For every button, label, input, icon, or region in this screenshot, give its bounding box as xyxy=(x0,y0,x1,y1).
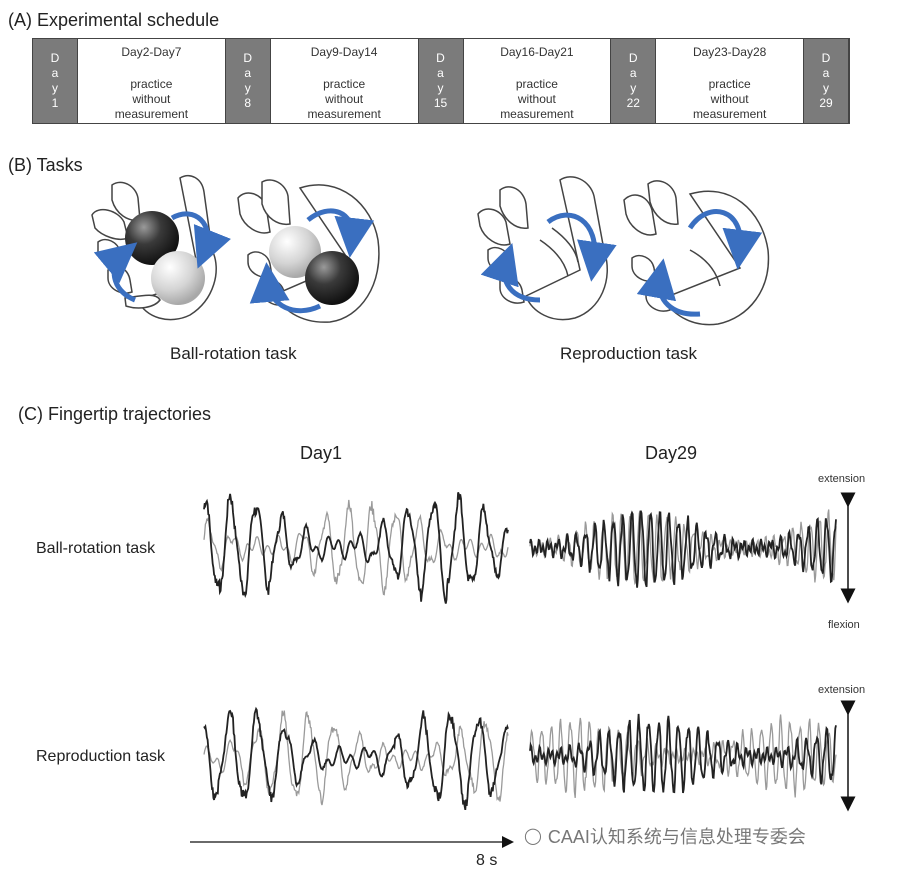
period-note-line: practice xyxy=(708,77,751,91)
time-scale-label: 8 s xyxy=(476,852,498,869)
day-box-char: 8 xyxy=(244,96,252,110)
hand-illustration-2 xyxy=(237,179,380,323)
period-note-line: without xyxy=(710,92,749,106)
period-range: Day16-Day21 xyxy=(500,45,574,59)
section-b-title: (B) Tasks xyxy=(8,155,83,175)
period-note-line: measurement xyxy=(692,107,767,121)
hand-illustration-3 xyxy=(477,176,608,321)
day-box-char: D xyxy=(628,51,638,65)
reproduction-task-label: Reproduction task xyxy=(560,344,698,363)
ball-rotation-task-label: Ball-rotation task xyxy=(170,344,297,363)
day-box-char: y xyxy=(630,81,637,95)
trace-day1-repro-dark xyxy=(203,706,509,811)
day-box-char: y xyxy=(52,81,58,95)
trace-day1-ball-light xyxy=(203,499,509,596)
period-note-line: measurement xyxy=(114,107,189,121)
period-range: Day2-Day7 xyxy=(121,45,182,59)
period-note-line: without xyxy=(325,92,364,106)
day-box-char: D xyxy=(50,51,60,65)
day-box-char: D xyxy=(436,51,445,65)
day1-label: Day1 xyxy=(300,443,343,463)
period-range: Day9-Day14 xyxy=(310,45,378,59)
extension-label-top: extension xyxy=(818,473,866,485)
row-label-ball-rotation: Ball-rotation task xyxy=(36,540,156,557)
period-note-line: measurement xyxy=(500,107,574,121)
wechat-icon: ◯ xyxy=(524,828,542,845)
day-box-char: y xyxy=(437,81,444,95)
day-box-char: D xyxy=(243,51,253,65)
watermark-text: CAAI认知系统与信息处理专委会 xyxy=(547,827,806,847)
day-box-char: y xyxy=(244,81,251,95)
day-box-char: y xyxy=(823,81,829,95)
trace-day1-ball-dark xyxy=(203,492,509,604)
day-box-char: 1 xyxy=(51,96,59,110)
period-range: Day23-Day28 xyxy=(692,45,767,59)
day-box-char: D xyxy=(821,51,831,65)
hand-illustration-1 xyxy=(91,174,217,321)
flexion-label: flexion xyxy=(828,619,860,631)
day-box-char: a xyxy=(822,66,830,80)
period-note-line: practice xyxy=(515,77,558,91)
period-note-line: without xyxy=(132,92,171,106)
trace-day29-repro-dark xyxy=(529,713,837,794)
day-box-char: a xyxy=(437,66,444,80)
day-box-char: a xyxy=(244,66,252,80)
day-box-char: 29 xyxy=(819,96,833,110)
fingertip-trajectory-traces xyxy=(203,492,837,811)
row-label-reproduction: Reproduction task xyxy=(36,748,165,765)
extension-label-bottom: extension xyxy=(818,684,866,696)
trace-day29-repro-light xyxy=(529,714,837,798)
section-c-title: (C) Fingertip trajectories xyxy=(18,404,212,424)
day-box-char: a xyxy=(629,66,637,80)
period-note-line: practice xyxy=(130,77,173,91)
trace-day1-repro-light xyxy=(203,710,509,806)
day29-label: Day29 xyxy=(645,443,698,463)
period-note-line: practice xyxy=(323,77,366,91)
day-box-char: 22 xyxy=(626,96,640,110)
period-note-line: without xyxy=(517,92,556,106)
section-a-title: (A) Experimental schedule xyxy=(8,10,220,30)
hand-illustration-4 xyxy=(623,180,770,326)
period-note-line: measurement xyxy=(307,107,381,121)
day-box-char: 15 xyxy=(433,96,448,110)
trace-day29-ball-dark xyxy=(529,510,837,588)
day-box-char: a xyxy=(51,66,59,80)
watermark: ◯ CAAI认知系统与信息处理专委会 xyxy=(524,823,806,849)
